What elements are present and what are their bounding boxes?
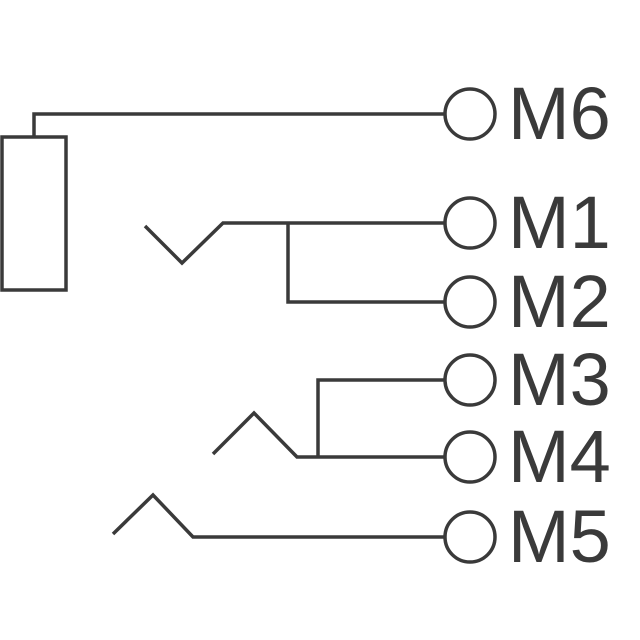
terminal-m2 xyxy=(443,275,497,329)
contact-m1 xyxy=(143,221,446,266)
wire-m6 xyxy=(32,112,446,137)
label-m2: M2 xyxy=(508,260,611,343)
label-m5: M5 xyxy=(508,495,611,578)
label-m3: M3 xyxy=(508,338,611,421)
label-m1: M1 xyxy=(508,181,611,264)
wire-m2 xyxy=(286,223,446,304)
wire-m3 xyxy=(316,378,446,457)
terminal-m4 xyxy=(443,430,497,484)
contact-m4 xyxy=(211,410,446,459)
terminal-m5 xyxy=(443,510,497,564)
terminal-m6 xyxy=(443,87,497,141)
terminal-m1 xyxy=(443,196,497,250)
label-m4: M4 xyxy=(508,415,611,498)
terminal-m3 xyxy=(443,353,497,407)
contact-m5 xyxy=(111,492,446,539)
sleeve-body xyxy=(0,135,68,292)
label-m6: M6 xyxy=(508,72,611,155)
